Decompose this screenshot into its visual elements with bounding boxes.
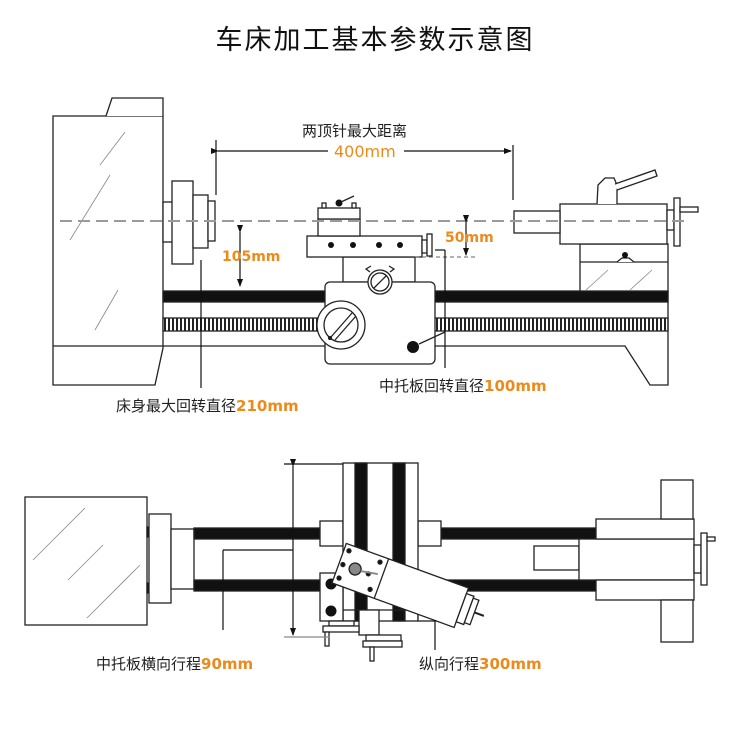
cross-slide-travel-text: 中托板横向行程 xyxy=(96,655,202,673)
diagram-title: 车床加工基本参数示意图 xyxy=(215,25,535,56)
swing-over-bed-label: 床身最大回转直径210mm xyxy=(116,395,299,416)
longitudinal-travel-text: 纵向行程 xyxy=(419,655,480,673)
headstock xyxy=(52,97,164,386)
cross-slide-travel-value: 90mm xyxy=(201,655,254,673)
tailstock xyxy=(513,169,699,292)
top-dimension-lines xyxy=(222,459,436,650)
headstock-top xyxy=(24,496,195,626)
swing-over-bed-text: 床身最大回转直径 xyxy=(116,397,237,415)
tool-post-top xyxy=(331,542,485,629)
center-distance-label: 两顶针最大距离 xyxy=(302,122,408,140)
top-view xyxy=(24,462,716,662)
longitudinal-travel-value: 300mm xyxy=(479,655,542,673)
center-height-value: 105mm xyxy=(222,249,281,265)
swing-over-cross-slide-label: 中托板回转直径100mm xyxy=(379,375,547,396)
cross-slide-travel-label: 中托板横向行程90mm xyxy=(96,653,253,674)
swing-over-cross-slide-value: 100mm xyxy=(484,377,547,395)
side-view xyxy=(52,97,699,386)
swing-over-bed-value: 210mm xyxy=(236,397,299,415)
carriage xyxy=(316,256,446,365)
cross-slide-and-tool-post xyxy=(306,195,433,258)
longitudinal-travel-label: 纵向行程300mm xyxy=(419,653,542,674)
center-distance-value: 400mm xyxy=(334,142,396,161)
tailstock-top xyxy=(533,479,716,643)
swing-over-cross-slide-text: 中托板回转直径 xyxy=(379,377,485,395)
chuck xyxy=(162,180,216,265)
side-dimension-lines xyxy=(200,140,514,388)
tool-height-value: 50mm xyxy=(445,230,494,246)
